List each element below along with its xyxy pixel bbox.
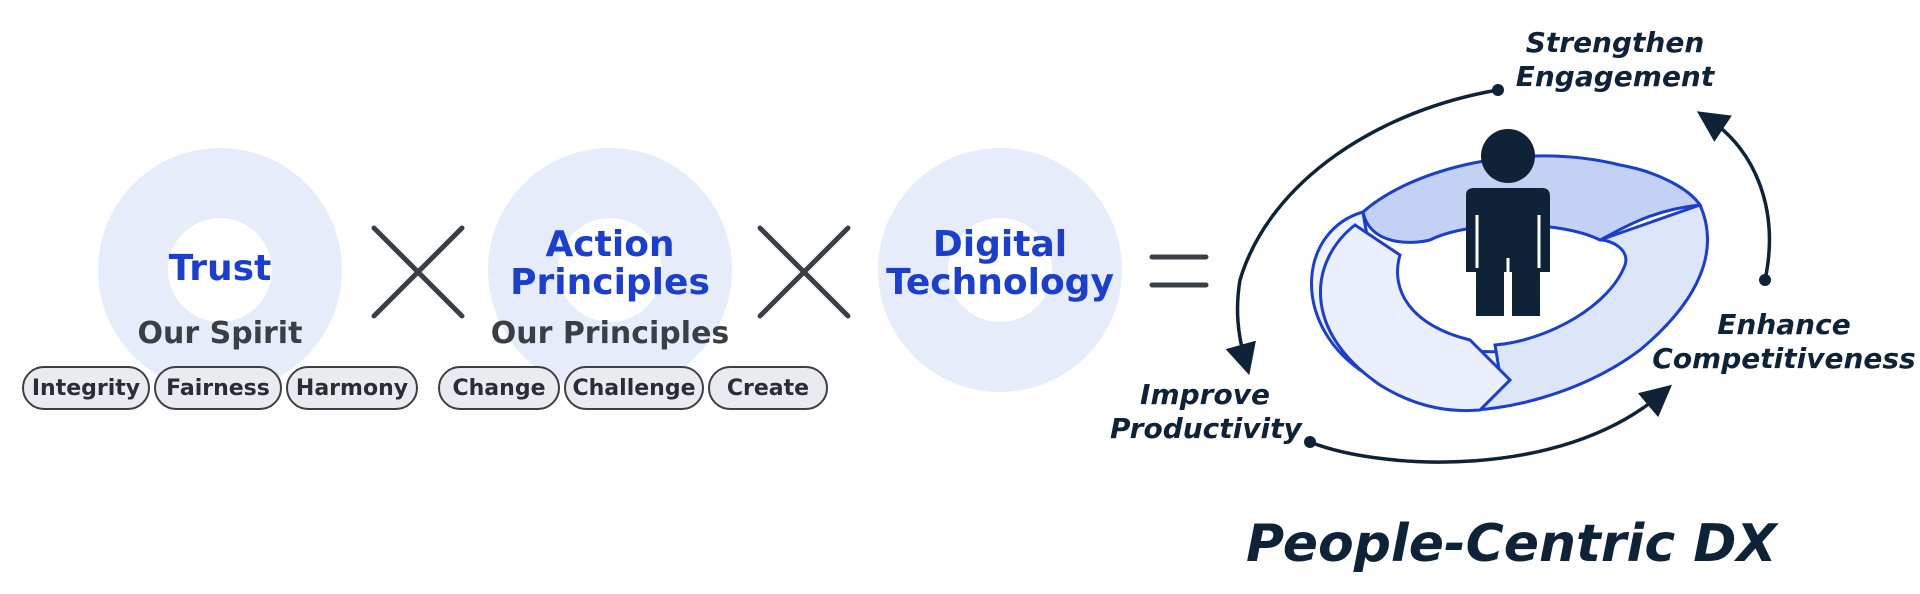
value-pill-create: Create (708, 366, 828, 410)
pillar-subtitle-spirit: Our Spirit (137, 316, 303, 351)
equals-icon (1149, 254, 1209, 288)
value-pill-change: Change (438, 366, 560, 410)
times-icon (371, 225, 465, 319)
cycle-arrows (1225, 88, 1772, 464)
times-icon (757, 225, 851, 319)
dx-cycle-shapes (1310, 154, 1709, 413)
arrow-start-dot (1304, 436, 1316, 448)
value-pill-challenge: Challenge (564, 366, 704, 410)
arrow-start-dot (1492, 84, 1504, 96)
technology-ring-hole (948, 218, 1052, 322)
value-pill-fairness: Fairness (154, 366, 282, 410)
trust-ring-hole (168, 218, 272, 322)
pillar-subtitle-principles: Our Principles (490, 316, 730, 351)
arrow-start-dot (1759, 274, 1771, 286)
principles-ring-hole (558, 218, 662, 322)
cycle-label-competitiveness: Enhance Competitiveness (1652, 308, 1916, 375)
pillar-title-digital-technology: Digital Technology (886, 224, 1114, 303)
value-pill-harmony: Harmony (286, 366, 418, 410)
pillar-title-trust: Trust (168, 248, 272, 289)
pillar-title-action-principles: Action Principles (510, 224, 710, 303)
value-pill-integrity: Integrity (22, 366, 150, 410)
result-title: People-Centric DX (1246, 514, 1777, 574)
cycle-label-productivity: Improve Productivity (1110, 378, 1302, 445)
person-icon (1466, 129, 1550, 316)
cycle-label-engagement: Strengthen Engagement (1515, 26, 1715, 93)
